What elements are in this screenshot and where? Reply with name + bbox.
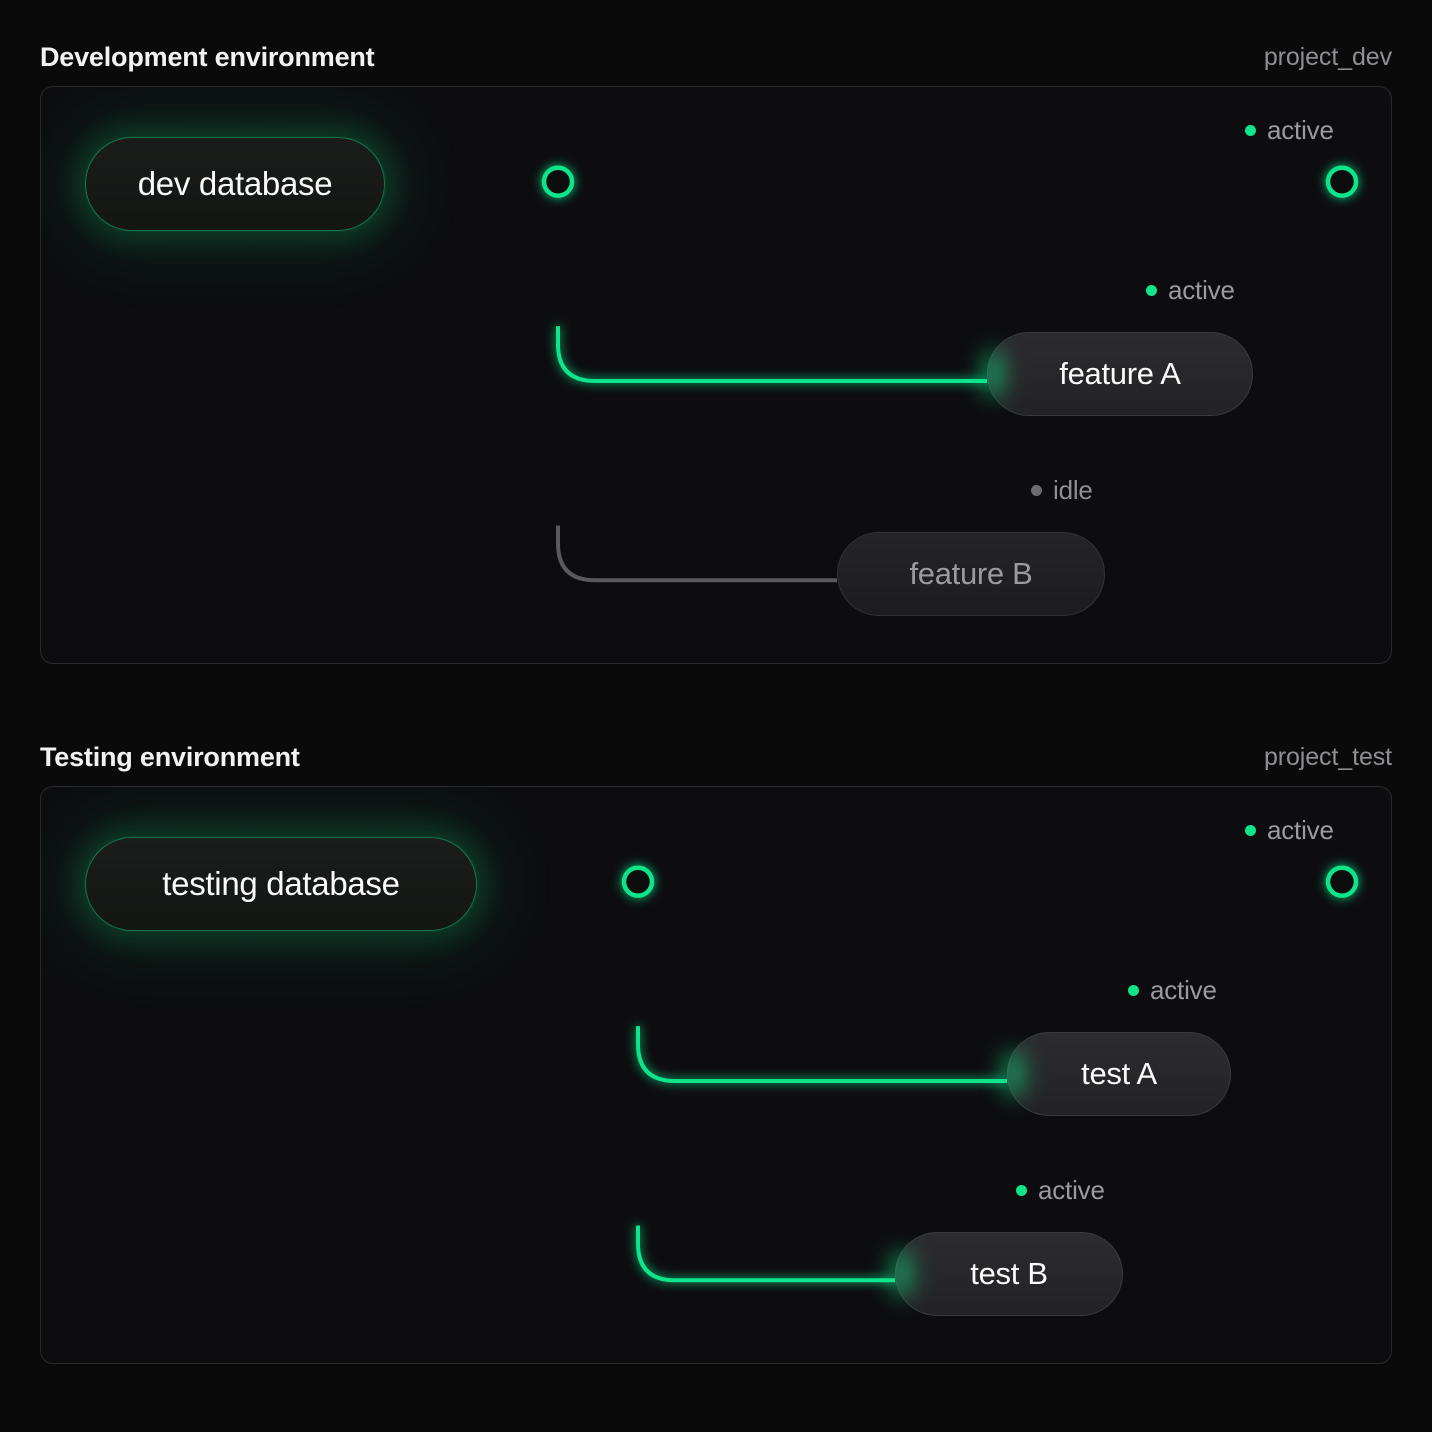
edge-branch-feature-b — [556, 525, 837, 583]
testing-edges — [477, 865, 1359, 1283]
edge-branch-test-b — [636, 1225, 895, 1283]
status-dot-icon — [1245, 825, 1256, 836]
node-test-b[interactable]: test B — [895, 1232, 1123, 1316]
node-testing-database-label: testing database — [162, 865, 400, 902]
node-test-a-label: test A — [1081, 1056, 1157, 1091]
node-testing-database[interactable]: testing database — [85, 837, 477, 931]
status-feature-b: idle — [1031, 475, 1093, 506]
node-test-b-label: test B — [970, 1256, 1048, 1291]
section-development: Development environment project_dev — [0, 28, 1432, 664]
status-dot-icon — [1245, 125, 1256, 136]
status-trunk-endpoint-label: active — [1267, 815, 1334, 845]
status-trunk-endpoint: active — [1245, 815, 1334, 846]
node-test-a[interactable]: test A — [1007, 1032, 1231, 1116]
status-feature-b-label: idle — [1053, 475, 1093, 505]
development-title: Development environment — [40, 41, 375, 72]
node-dev-database-label: dev database — [137, 165, 333, 202]
status-dot-icon — [1016, 1185, 1027, 1196]
trunk-endpoint-icon[interactable] — [1325, 165, 1359, 198]
status-feature-a: active — [1146, 275, 1235, 306]
status-test-a: active — [1128, 975, 1217, 1006]
node-dev-database[interactable]: dev database — [85, 137, 385, 231]
section-testing: Testing environment project_test — [0, 728, 1432, 1364]
node-feature-b-label: feature B — [909, 556, 1033, 591]
testing-project-tag: project_test — [1263, 742, 1392, 771]
development-project-tag: project_dev — [1263, 42, 1392, 71]
junction-node-icon[interactable] — [541, 165, 575, 198]
testing-title: Testing environment — [40, 741, 300, 772]
edge-branch-test-a — [636, 1026, 1007, 1083]
status-dot-icon — [1128, 985, 1139, 996]
status-dot-icon — [1146, 285, 1157, 296]
status-dot-icon — [1031, 485, 1042, 496]
node-feature-a[interactable]: feature A — [987, 332, 1253, 416]
testing-header: Testing environment project_test — [0, 728, 1432, 786]
status-test-a-label: active — [1150, 975, 1217, 1005]
development-graph-panel: dev database active active feature A idl… — [40, 86, 1392, 664]
development-connector-canvas — [41, 87, 1391, 663]
node-feature-b[interactable]: feature B — [837, 532, 1105, 616]
junction-node-icon[interactable] — [621, 865, 655, 898]
status-trunk-endpoint: active — [1245, 115, 1334, 146]
status-test-b-label: active — [1038, 1175, 1105, 1205]
testing-connector-canvas — [41, 787, 1391, 1363]
testing-graph-panel: testing database active active test A ac… — [40, 786, 1392, 1364]
edge-branch-feature-a — [556, 326, 987, 383]
development-header: Development environment project_dev — [0, 28, 1432, 86]
status-test-b: active — [1016, 1175, 1105, 1206]
trunk-endpoint-icon[interactable] — [1325, 865, 1359, 898]
status-trunk-endpoint-label: active — [1267, 115, 1334, 145]
development-edges — [385, 165, 1359, 583]
node-feature-a-label: feature A — [1059, 356, 1181, 391]
status-feature-a-label: active — [1168, 275, 1235, 305]
